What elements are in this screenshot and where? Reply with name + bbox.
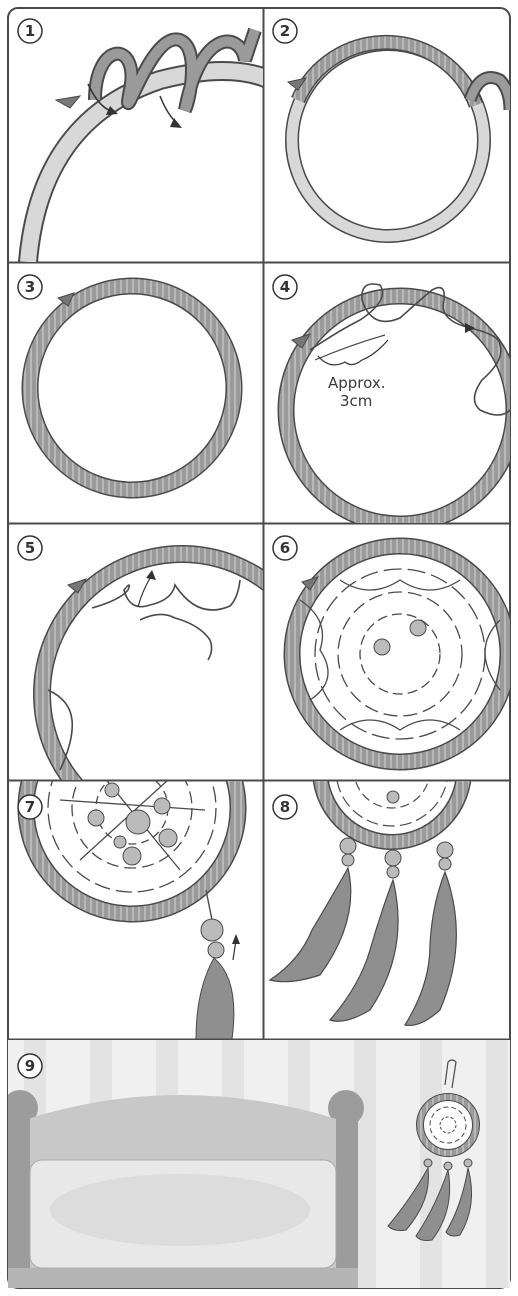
svg-text:9: 9 <box>25 1057 35 1075</box>
svg-text:2: 2 <box>280 22 290 40</box>
step-7-number: 7 <box>18 795 42 819</box>
step-2-number: 2 <box>273 19 297 43</box>
step-3-number: 3 <box>18 275 42 299</box>
step-1-number: 1 <box>18 19 42 43</box>
step-5-number: 5 <box>18 536 42 560</box>
svg-text:8: 8 <box>280 798 290 816</box>
svg-text:7: 7 <box>25 798 35 816</box>
svg-text:5: 5 <box>25 539 35 557</box>
svg-text:3: 3 <box>25 278 35 296</box>
bed <box>2 1090 364 1288</box>
step-9-number: 9 <box>18 1054 42 1078</box>
step-8-number: 8 <box>273 795 297 819</box>
step-6-number: 6 <box>273 536 297 560</box>
svg-text:1: 1 <box>25 22 35 40</box>
approx-label: Approx. <box>328 374 386 392</box>
svg-text:6: 6 <box>280 539 290 557</box>
step-4-number: 4 <box>273 275 297 299</box>
distance-label: 3cm <box>340 392 372 410</box>
svg-text:4: 4 <box>280 278 290 296</box>
panel-9 <box>2 1040 510 1288</box>
